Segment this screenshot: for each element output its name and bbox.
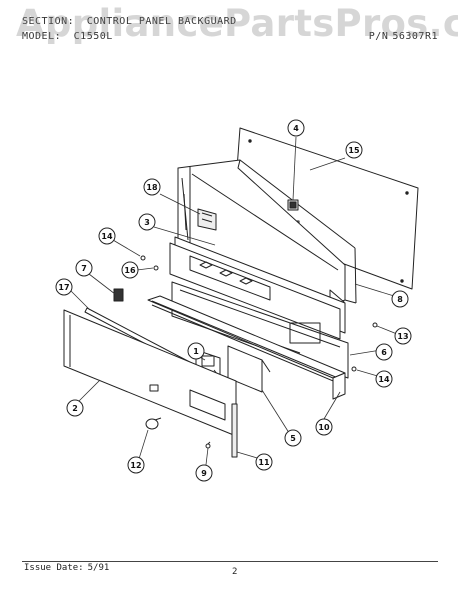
screw-14-top <box>140 255 146 261</box>
page-number: 2 <box>232 567 238 577</box>
section-value: CONTROL PANEL BACKGUARD <box>86 16 237 27</box>
bracket <box>197 208 217 231</box>
callout-10: 10 <box>315 418 333 436</box>
callout-2: 2 <box>66 399 84 417</box>
callout-circle <box>187 342 205 360</box>
callout-label: 5 <box>290 434 296 443</box>
callout-circle <box>143 178 161 196</box>
callout-label: 2 <box>72 404 78 413</box>
section-label: SECTION: <box>22 16 75 27</box>
callout-circle <box>138 213 156 231</box>
channel-trim <box>147 295 346 400</box>
callout-circle <box>375 343 393 361</box>
callout-5: 5 <box>284 429 302 447</box>
callout-label: 17 <box>58 283 69 292</box>
issue-label: Issue Date: <box>24 563 84 573</box>
callout-circle <box>345 141 363 159</box>
callout-label: 8 <box>397 295 403 304</box>
control-panel <box>169 236 346 340</box>
callout-label: 3 <box>144 218 150 227</box>
callout-label: 9 <box>201 469 207 478</box>
lamp-holder <box>113 288 124 302</box>
callout-circle <box>55 278 73 296</box>
callout-7: 7 <box>75 259 93 277</box>
issue-date: Issue Date:5/91 <box>24 563 109 573</box>
callout-label: 7 <box>81 264 87 273</box>
model-header: MODEL: C1550L <box>22 31 113 42</box>
section-header: SECTION: CONTROL PANEL BACKGUARD <box>22 16 237 27</box>
callout-circle <box>287 119 305 137</box>
footer-rule <box>22 561 438 562</box>
screw-9 <box>205 441 211 449</box>
callout-circle <box>121 261 139 279</box>
callout-circle <box>391 290 409 308</box>
issue-value: 5/91 <box>87 563 110 573</box>
callout-label: 4 <box>293 124 299 133</box>
callout-12: 12 <box>127 456 145 474</box>
callout-circle <box>195 464 213 482</box>
callout-circle <box>255 453 273 471</box>
callout-label: 1 <box>193 347 199 356</box>
callout-14: 14 <box>375 370 393 388</box>
callout-16: 16 <box>121 261 139 279</box>
callout-circle <box>75 259 93 277</box>
callout-circle <box>66 399 84 417</box>
pn-label: P/N <box>368 31 389 42</box>
callout-circle <box>98 227 116 245</box>
rocker-switch <box>287 199 299 211</box>
callout-label: 16 <box>124 266 136 275</box>
callout-circle <box>394 327 412 345</box>
callout-label: 18 <box>146 183 158 192</box>
callout-6: 6 <box>375 343 393 361</box>
display-bracket <box>227 345 271 393</box>
screw-13 <box>372 322 378 328</box>
support-rod <box>231 403 238 458</box>
knob <box>145 417 162 430</box>
callout-circle <box>284 429 302 447</box>
callout-3: 3 <box>138 213 156 231</box>
callout-14: 14 <box>98 227 116 245</box>
callout-label: 15 <box>348 146 360 155</box>
callout-label: 11 <box>258 458 270 467</box>
pn-value: 56307R1 <box>392 31 438 42</box>
callout-18: 18 <box>143 178 161 196</box>
callout-8: 8 <box>391 290 409 308</box>
callout-label: 6 <box>381 348 387 357</box>
callout-label: 10 <box>318 423 330 432</box>
screw-14-bottom <box>351 366 357 372</box>
callout-17: 17 <box>55 278 73 296</box>
model-value: C1550L <box>73 31 113 42</box>
callout-4: 4 <box>287 119 305 137</box>
callout-label: 14 <box>101 232 113 241</box>
callout-1: 1 <box>187 342 205 360</box>
callout-circle <box>127 456 145 474</box>
callout-11: 11 <box>255 453 273 471</box>
screw-16 <box>153 265 159 271</box>
callout-9: 9 <box>195 464 213 482</box>
callout-circle <box>315 418 333 436</box>
callout-label: 14 <box>378 375 390 384</box>
callout-15: 15 <box>345 141 363 159</box>
callout-label: 12 <box>130 461 141 470</box>
callout-label: 13 <box>397 332 408 341</box>
callout-circle <box>375 370 393 388</box>
model-label: MODEL: <box>22 31 62 42</box>
callout-13: 13 <box>394 327 412 345</box>
